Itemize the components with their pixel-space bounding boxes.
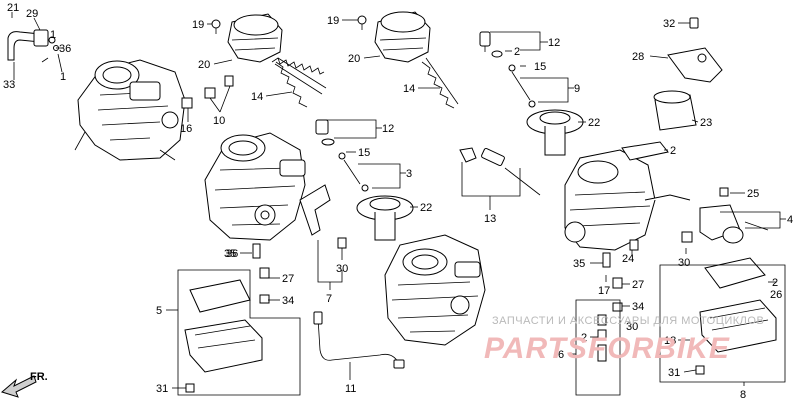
- drain-screw-set-6: [597, 314, 607, 362]
- screw-31-right: [695, 365, 705, 375]
- chamber-spring-right: [421, 57, 459, 109]
- diaphragm-piston-2: [526, 109, 584, 156]
- callout-label: 24: [622, 253, 634, 265]
- bracket-28: [667, 47, 723, 83]
- callout-label: 35: [573, 258, 585, 270]
- callout-label: 14: [251, 91, 263, 103]
- screw-31-left: [185, 383, 195, 393]
- watermark: ЗАПЧАСТИ И АКСЕССУАРЫ ДЛЯ МОТОЦИКЛОВ PAR…: [484, 315, 764, 365]
- callout-label: 30: [678, 257, 690, 269]
- callout-label: 34: [282, 295, 294, 307]
- air-funnel-23: [653, 90, 697, 131]
- callout-numbers: 21 29 36 1 1 33 19 20 19 20 16 10 14 14 …: [3, 2, 793, 401]
- callout-label: 3: [406, 168, 412, 180]
- callout-label: 1: [60, 71, 66, 83]
- callout-label: 16: [180, 123, 192, 135]
- callout-label: 5: [156, 305, 162, 317]
- callout-label: 2: [772, 277, 778, 289]
- callout-label: 20: [198, 59, 210, 71]
- callout-label: 9: [574, 83, 580, 95]
- direction-label: FR.: [30, 371, 48, 383]
- callout-label: 26: [770, 289, 782, 301]
- chamber-cover-right: [374, 11, 431, 63]
- callout-label: 36: [226, 248, 238, 260]
- callout-label: 28: [632, 51, 644, 63]
- front-direction-arrow: FR.: [0, 371, 48, 398]
- jet-set-13: [459, 147, 541, 196]
- callout-label: 19: [327, 15, 339, 27]
- callout-label: 4: [787, 214, 793, 226]
- small-parts-left-stack: [252, 243, 270, 304]
- callout-label: 21: [7, 2, 19, 14]
- jet-needle-parts-lower: [315, 119, 369, 192]
- callout-label: 15: [534, 61, 546, 73]
- carburetor-body-2: [204, 132, 306, 241]
- callout-label: 13: [484, 213, 496, 225]
- callout-label: 12: [548, 37, 560, 49]
- callout-label: 10: [213, 115, 225, 127]
- callout-label: 33: [3, 79, 15, 91]
- carburetor-body-3: [384, 234, 486, 346]
- callout-label: 23: [700, 117, 712, 129]
- callout-label: 2: [581, 332, 587, 344]
- callout-label: 12: [382, 123, 394, 135]
- callout-label: 25: [747, 188, 759, 200]
- small-parts-right-stack: [602, 252, 623, 312]
- choke-cable-11: [313, 311, 405, 369]
- small-parts-misc: [181, 75, 729, 251]
- callout-label: 20: [348, 53, 360, 65]
- callout-label: 2: [670, 145, 676, 157]
- callout-label: 30: [336, 263, 348, 275]
- throttle-sensor-4: [699, 204, 769, 244]
- callout-label: 22: [420, 202, 432, 214]
- callout-label: 15: [358, 147, 370, 159]
- callout-label: 27: [632, 279, 644, 291]
- callout-label: 8: [740, 389, 746, 401]
- chamber-spring-left: [271, 57, 327, 108]
- jet-needle-parts-upper: [479, 31, 536, 108]
- watermark-tagline: ЗАПЧАСТИ И АКСЕССУАРЫ ДЛЯ МОТОЦИКЛОВ: [492, 315, 764, 327]
- bracket-7: [299, 184, 331, 236]
- screw-32: [689, 17, 699, 29]
- float-bowl-8: [699, 257, 777, 353]
- float-bowl-5: [184, 279, 263, 373]
- carburetor-body-1: [74, 59, 186, 161]
- callout-label: 30: [626, 321, 638, 333]
- watermark-logo: PARTSFORBIKE: [484, 332, 730, 365]
- screw-19-left: [211, 19, 221, 34]
- callout-label: 31: [668, 367, 680, 379]
- callout-label: 27: [282, 273, 294, 285]
- callout-label: 18: [664, 335, 676, 347]
- callout-label: 22: [588, 117, 600, 129]
- callout-label: 2: [514, 46, 520, 58]
- carburetor-body-4: [564, 149, 691, 251]
- callout-label: 17: [598, 285, 610, 297]
- callout-label: 11: [345, 383, 356, 395]
- callout-label: 36: [59, 43, 71, 55]
- callout-label: 35: [224, 248, 236, 260]
- callout-label: 31: [156, 383, 168, 395]
- leader-lines: [11, 12, 786, 396]
- callout-label: 1: [50, 29, 56, 41]
- callout-label: 19: [192, 19, 204, 31]
- fuel-joint-assembly: [7, 29, 59, 61]
- callout-label: 32: [663, 18, 675, 30]
- gasket-2: [621, 141, 669, 161]
- callout-label: 29: [26, 8, 38, 20]
- callout-label: 7: [326, 293, 332, 305]
- callout-label: 34: [632, 301, 644, 313]
- callout-label: 6: [558, 349, 564, 361]
- screw-19-right: [357, 15, 367, 30]
- chamber-cover-left: [227, 13, 283, 63]
- diaphragm-piston-1: [356, 195, 414, 241]
- callout-label: 14: [403, 83, 415, 95]
